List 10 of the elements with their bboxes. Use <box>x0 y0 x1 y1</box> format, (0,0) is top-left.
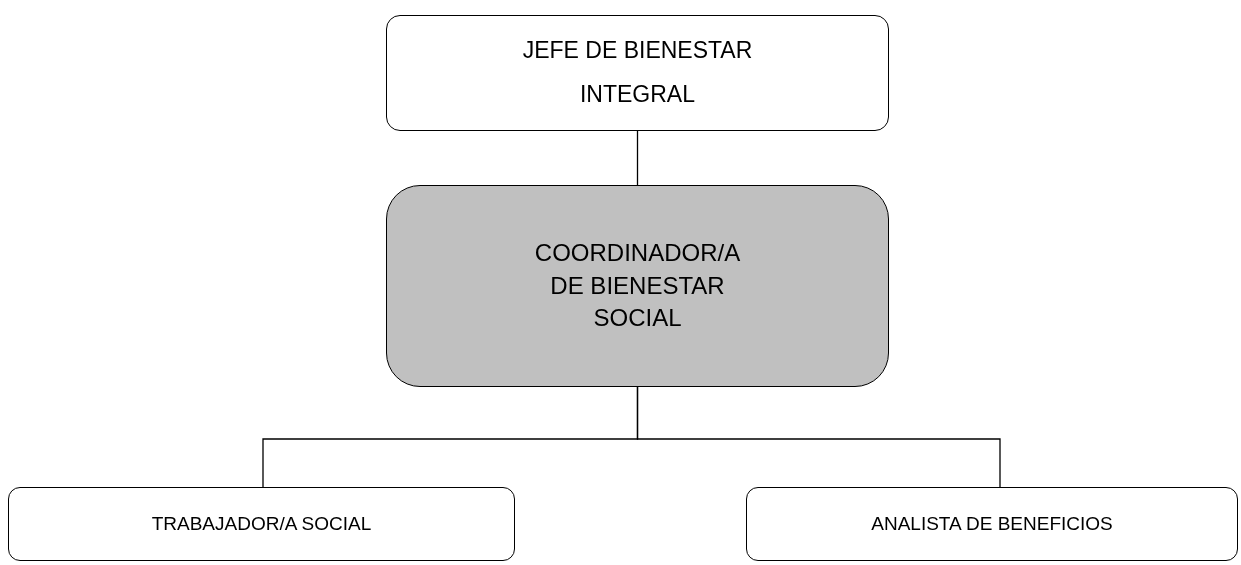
position-box <box>746 487 1238 561</box>
position-box <box>386 15 889 131</box>
position-title: JEFE DE BIENESTAR INTEGRAL <box>521 36 754 109</box>
position-title: COORDINADOR/A DE BIENESTAR SOCIAL <box>533 238 742 334</box>
connector-line <box>636 386 1001 488</box>
connector-line <box>636 130 639 186</box>
highlighted-position-box <box>386 185 889 387</box>
position-title: TRABAJADOR/A SOCIAL <box>151 512 372 536</box>
position-box <box>8 487 515 561</box>
position-title: ANALISTA DE BENEFICIOS <box>871 512 1113 536</box>
